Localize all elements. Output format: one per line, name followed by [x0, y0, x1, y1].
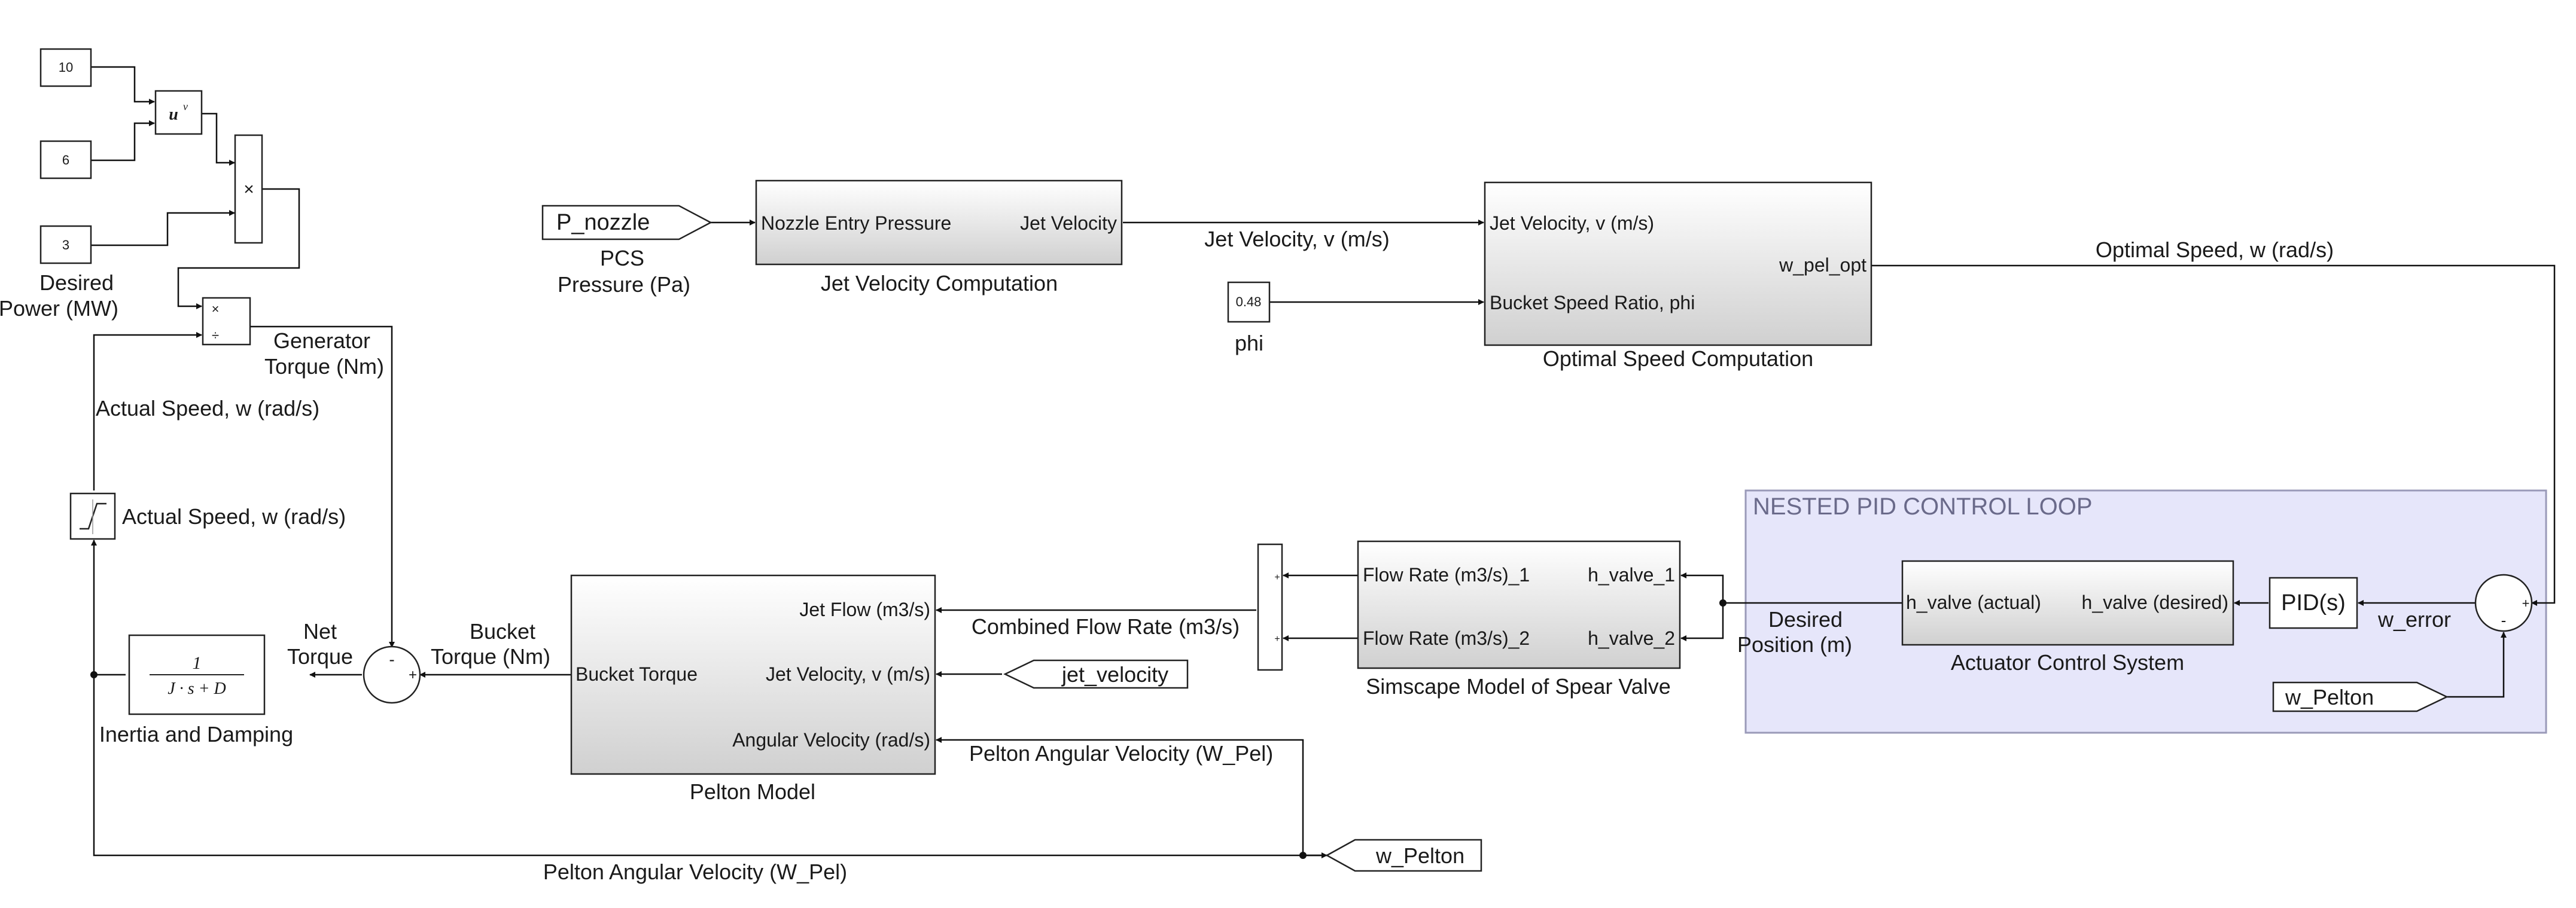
pcs-label-2: Pressure (Pa) — [558, 272, 690, 297]
w-pelton-goto-tag[interactable]: w_Pelton — [1325, 839, 1482, 872]
inertia-damping-block[interactable]: 1 J · s + D — [128, 634, 266, 715]
svg-text:+: + — [2522, 596, 2530, 611]
torque-sum-block[interactable]: - + — [363, 645, 421, 704]
product-block[interactable]: × — [234, 134, 263, 244]
constant-3[interactable]: 3 — [39, 225, 92, 264]
actual-speed-label-side: Actual Speed, w (rad/s) — [122, 504, 346, 529]
pelton-model-block[interactable]: Bucket Torque Jet Flow (m3/s) Jet Veloci… — [570, 574, 936, 775]
junction-dot — [90, 671, 98, 678]
svg-text:u: u — [169, 105, 178, 124]
svg-text:10: 10 — [59, 60, 73, 75]
svg-text:J · s + D: J · s + D — [168, 680, 226, 698]
constant-10[interactable]: 10 — [39, 48, 92, 87]
pelton-model-label: Pelton Model — [690, 779, 815, 804]
optimal-speed-computation-block[interactable]: Jet Velocity, v (m/s) Bucket Speed Ratio… — [1484, 181, 1872, 346]
w-pelton-from-tag[interactable]: w_Pelton — [2272, 681, 2449, 712]
net-torque-label-1: Net — [303, 619, 337, 644]
svg-text:PID(s): PID(s) — [2281, 590, 2346, 616]
net-torque-label-2: Torque — [287, 644, 353, 669]
svg-text:w_Pelton: w_Pelton — [1375, 843, 1464, 868]
nested-pid-title: NESTED PID CONTROL LOOP — [1753, 493, 2093, 520]
jet-velocity-computation-block[interactable]: Nozzle Entry Pressure Jet Velocity — [755, 179, 1123, 266]
svg-text:+: + — [1274, 572, 1280, 583]
svg-text:-: - — [389, 650, 394, 669]
divide-block[interactable]: × ÷ — [202, 297, 251, 346]
phi-constant[interactable]: 0.48 — [1227, 281, 1271, 323]
svg-text:×: × — [243, 179, 254, 199]
actuator-label: Actuator Control System — [1951, 650, 2184, 675]
bucket-torque-label-2: Torque (Nm) — [431, 644, 550, 669]
constant-6[interactable]: 6 — [39, 140, 92, 179]
actuator-control-block[interactable]: h_valve (actual) h_valve (desired) — [1901, 560, 2234, 646]
pid-block[interactable]: PID(s) — [2269, 577, 2358, 629]
inertia-label: Inertia and Damping — [99, 722, 293, 746]
combined-flow-label: Combined Flow Rate (m3/s) — [972, 614, 1240, 639]
pelton-angvel-label-upper: Pelton Angular Velocity (W_Pel) — [969, 741, 1273, 766]
saturation-block[interactable] — [69, 492, 116, 540]
generator-torque-label-1: Generator — [273, 328, 370, 353]
svg-text:÷: ÷ — [212, 328, 219, 343]
jet-velocity-from-tag[interactable]: jet_velocity — [1003, 659, 1189, 689]
svg-text:+: + — [1274, 634, 1280, 644]
svg-text:Bucket Torque: Bucket Torque — [576, 663, 698, 685]
optimal-speed-signal-label: Optimal Speed, w (rad/s) — [2096, 237, 2334, 262]
desired-position-label-1: Desired — [1768, 607, 1843, 632]
svg-text:Flow Rate (m3/s)_1: Flow Rate (m3/s)_1 — [1363, 564, 1530, 586]
svg-text:w_Pelton: w_Pelton — [2285, 685, 2374, 709]
svg-text:w_pel_opt: w_pel_opt — [1779, 254, 1866, 276]
svg-text:Jet Velocity, v (m/s): Jet Velocity, v (m/s) — [1490, 212, 1654, 234]
svg-text:h_valve (actual): h_valve (actual) — [1906, 592, 2041, 613]
jet-velocity-signal-label: Jet Velocity, v (m/s) — [1204, 227, 1389, 251]
svg-text:Nozzle Entry Pressure: Nozzle Entry Pressure — [761, 212, 951, 234]
svg-text:+: + — [409, 667, 417, 683]
svg-text:6: 6 — [62, 153, 69, 167]
svg-text:v: v — [183, 100, 188, 112]
junction-dot — [1299, 852, 1307, 859]
bucket-torque-label-1: Bucket — [470, 619, 535, 644]
speed-sum-block[interactable]: + - — [2474, 574, 2533, 632]
pelton-angvel-label-lower: Pelton Angular Velocity (W_Pel) — [543, 860, 847, 884]
pcs-label-1: PCS — [600, 246, 644, 270]
svg-text:Angular Velocity (rad/s): Angular Velocity (rad/s) — [732, 729, 930, 751]
phi-label: phi — [1235, 331, 1263, 355]
svg-text:-: - — [2501, 611, 2507, 629]
svg-text:Jet Flow (m3/s): Jet Flow (m3/s) — [799, 599, 930, 620]
svg-text:P_nozzle: P_nozzle — [556, 210, 650, 235]
svg-text:h_valve (desired): h_valve (desired) — [2082, 592, 2228, 613]
signal-lines — [91, 66, 2556, 858]
svg-text:Jet Velocity, v (m/s): Jet Velocity, v (m/s) — [766, 663, 930, 685]
svg-text:jet_velocity: jet_velocity — [1061, 662, 1168, 687]
junction-dot — [1719, 599, 1727, 607]
svg-text:0.48: 0.48 — [1236, 294, 1262, 309]
svg-text:×: × — [212, 301, 220, 316]
svg-text:3: 3 — [62, 237, 69, 252]
desired-power-label-1: Desired — [39, 270, 114, 295]
power-block[interactable]: u v — [154, 90, 203, 135]
spear-valve-label: Simscape Model of Spear Valve — [1366, 674, 1671, 699]
svg-text:Flow Rate (m3/s)_2: Flow Rate (m3/s)_2 — [1363, 627, 1530, 649]
desired-position-label-2: Position (m) — [1737, 632, 1852, 657]
svg-text:h_valve_1: h_valve_1 — [1588, 564, 1675, 586]
w-error-label: w_error — [2377, 607, 2451, 632]
optimal-speed-computation-label: Optimal Speed Computation — [1543, 346, 1813, 371]
mux-block[interactable]: + + — [1257, 543, 1283, 671]
spear-valve-block[interactable]: Flow Rate (m3/s)_1 Flow Rate (m3/s)_2 h_… — [1357, 540, 1681, 669]
actual-speed-label-top: Actual Speed, w (rad/s) — [96, 396, 319, 421]
jet-velocity-computation-label: Jet Velocity Computation — [821, 271, 1058, 295]
svg-text:h_valve_2: h_valve_2 — [1588, 627, 1675, 649]
generator-torque-label-2: Torque (Nm) — [264, 354, 384, 379]
desired-power-label-2: Power (MW) — [0, 296, 118, 321]
svg-text:Jet Velocity: Jet Velocity — [1020, 212, 1117, 234]
svg-text:1: 1 — [193, 653, 202, 673]
p-nozzle-from-tag[interactable]: P_nozzle — [541, 205, 712, 240]
svg-text:Bucket Speed Ratio, phi: Bucket Speed Ratio, phi — [1490, 292, 1695, 313]
